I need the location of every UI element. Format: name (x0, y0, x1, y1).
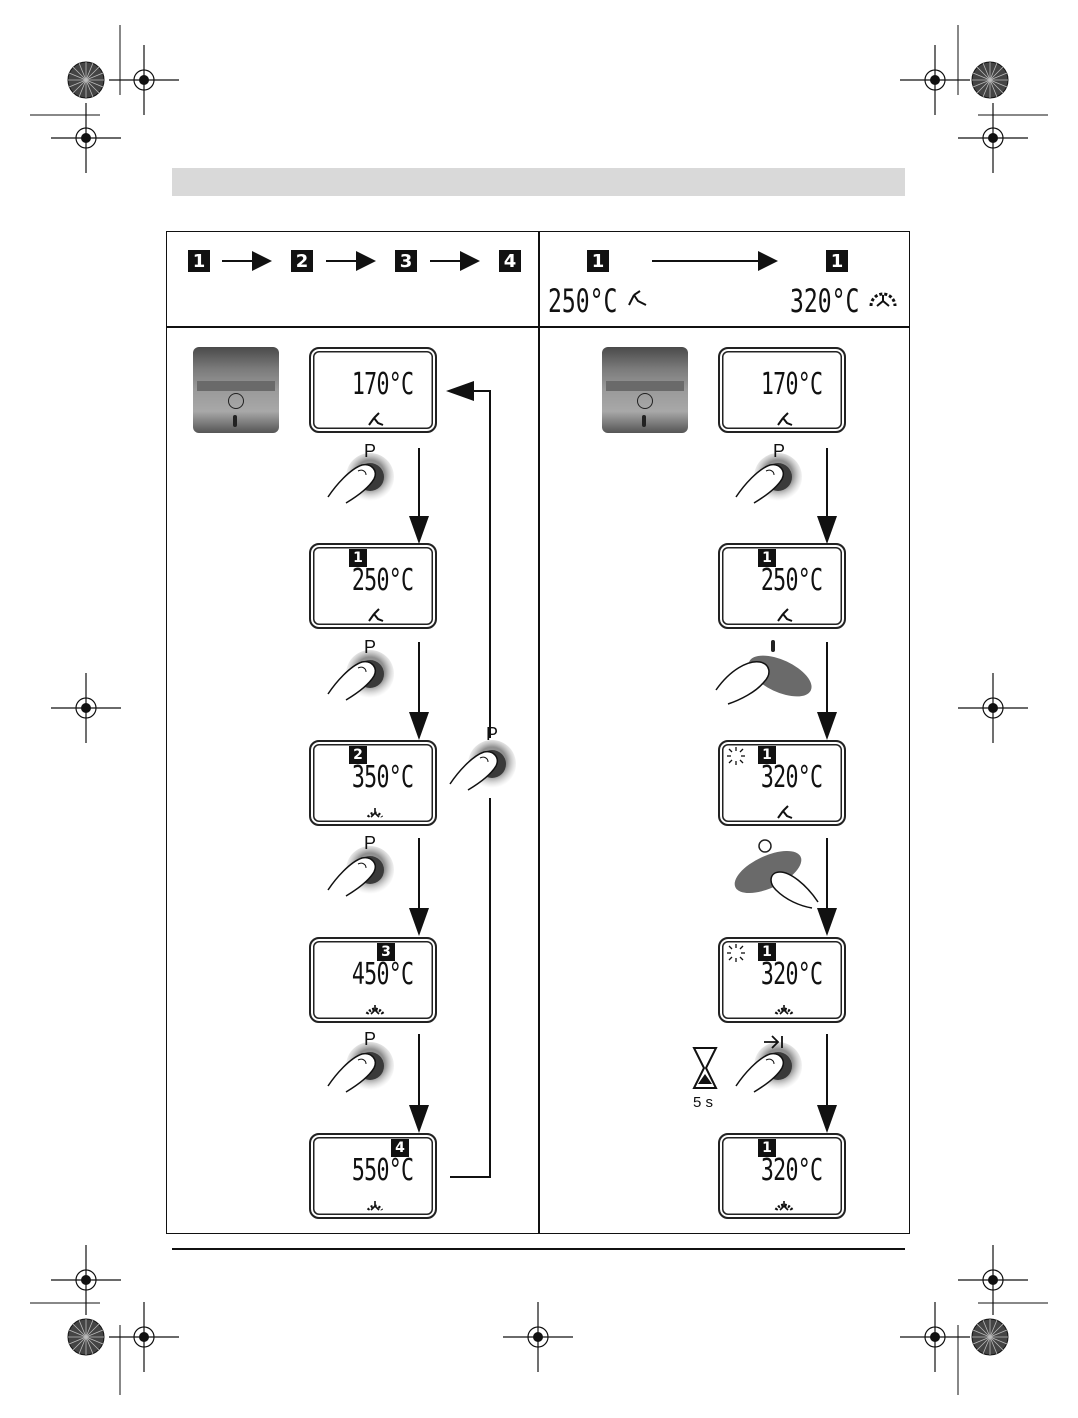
button-p-label: P (364, 1029, 377, 1049)
blink-icon (727, 747, 745, 765)
finger-press-icon (327, 649, 395, 701)
fan-icon (774, 1201, 794, 1211)
right-to-temp: 320°C (790, 282, 860, 320)
lcd-temp: 320°C (760, 957, 823, 992)
lcd-display: 170°C (718, 347, 846, 433)
temp-rocker-icon (715, 640, 812, 705)
lcd-display: 2 350°C (309, 740, 437, 826)
lcd-temp: 550°C (351, 1153, 414, 1188)
lcd-display: 1 320°C (718, 1133, 846, 1219)
step-2-box: 2 (291, 250, 313, 272)
header-arrows (222, 251, 778, 271)
fan-icon (777, 805, 793, 819)
column-divider (538, 231, 540, 1234)
lcd-mode: 1 (349, 549, 367, 567)
fan-icon (368, 608, 384, 622)
lcd-temp: 250°C (351, 563, 414, 598)
header-divider (166, 326, 910, 328)
lcd-mode: 1 (758, 746, 776, 764)
thermometer-icon (642, 415, 646, 427)
lcd-display: 1 320°C (718, 937, 846, 1023)
button-p-label: P (364, 441, 377, 461)
step-1-box: 1 (188, 250, 210, 272)
lcd-display: 4 550°C (309, 1133, 437, 1219)
lcd-mode: 1 (758, 549, 776, 567)
lcd-temp: 320°C (760, 1153, 823, 1188)
lcd-mode: 3 (377, 943, 395, 961)
fan-icon (637, 393, 653, 409)
button-p-label: P (486, 724, 499, 744)
button-p-label: P (773, 441, 786, 461)
finger-press-icon (327, 845, 395, 897)
lcd-temp: 320°C (760, 760, 823, 795)
lcd-display: 170°C (309, 347, 437, 433)
lcd-display: 1 250°C (309, 543, 437, 629)
finger-press-icon (735, 1041, 803, 1093)
fan-icon (365, 1005, 385, 1015)
hourglass-icon (692, 1047, 718, 1089)
step-3-box: 3 (395, 250, 417, 272)
lcd-mode: 1 (758, 1139, 776, 1157)
lcd-mode: 2 (349, 746, 367, 764)
lcd-temp: 170°C (760, 367, 823, 402)
finger-press-icon (327, 452, 395, 504)
fan-high-icon (869, 292, 897, 307)
thermometer-icon (233, 415, 237, 427)
finger-press-icon (449, 739, 517, 791)
blink-icon (727, 944, 745, 962)
lcd-display: 1 250°C (718, 543, 846, 629)
lcd-temp: 350°C (351, 760, 414, 795)
lcd-mode: 4 (391, 1139, 409, 1157)
right-to-step: 1 (826, 250, 848, 272)
finger-press-icon (735, 452, 803, 504)
lcd-temp: 450°C (351, 957, 414, 992)
fan-icon (366, 808, 384, 818)
lcd-temp: 250°C (760, 563, 823, 598)
lcd-mode: 1 (758, 943, 776, 961)
button-p-label: P (364, 833, 377, 853)
fan-icon (228, 393, 244, 409)
fan-icon (774, 1005, 794, 1015)
step-4-box: 4 (499, 250, 521, 272)
right-from-temp: 250°C (548, 282, 618, 320)
device-control-panel-right (602, 347, 688, 433)
device-control-panel (193, 347, 279, 433)
header-bar (172, 168, 905, 196)
fan-icon (368, 412, 384, 426)
button-p-label: P (364, 637, 377, 657)
finger-press-icon (327, 1041, 395, 1093)
timer-label: 5 s (693, 1094, 714, 1111)
fan-low-icon (628, 290, 647, 306)
lcd-display: 1 320°C (718, 740, 846, 826)
fan-icon (777, 412, 793, 426)
fan-rocker-icon (734, 839, 819, 909)
footer-rule (172, 1248, 905, 1250)
fan-icon (366, 1201, 384, 1211)
enter-arrow-icon (764, 1035, 783, 1049)
fan-icon (777, 608, 793, 622)
right-from-step: 1 (587, 250, 609, 272)
lcd-temp: 170°C (351, 367, 414, 402)
lcd-display: 3 450°C (309, 937, 437, 1023)
